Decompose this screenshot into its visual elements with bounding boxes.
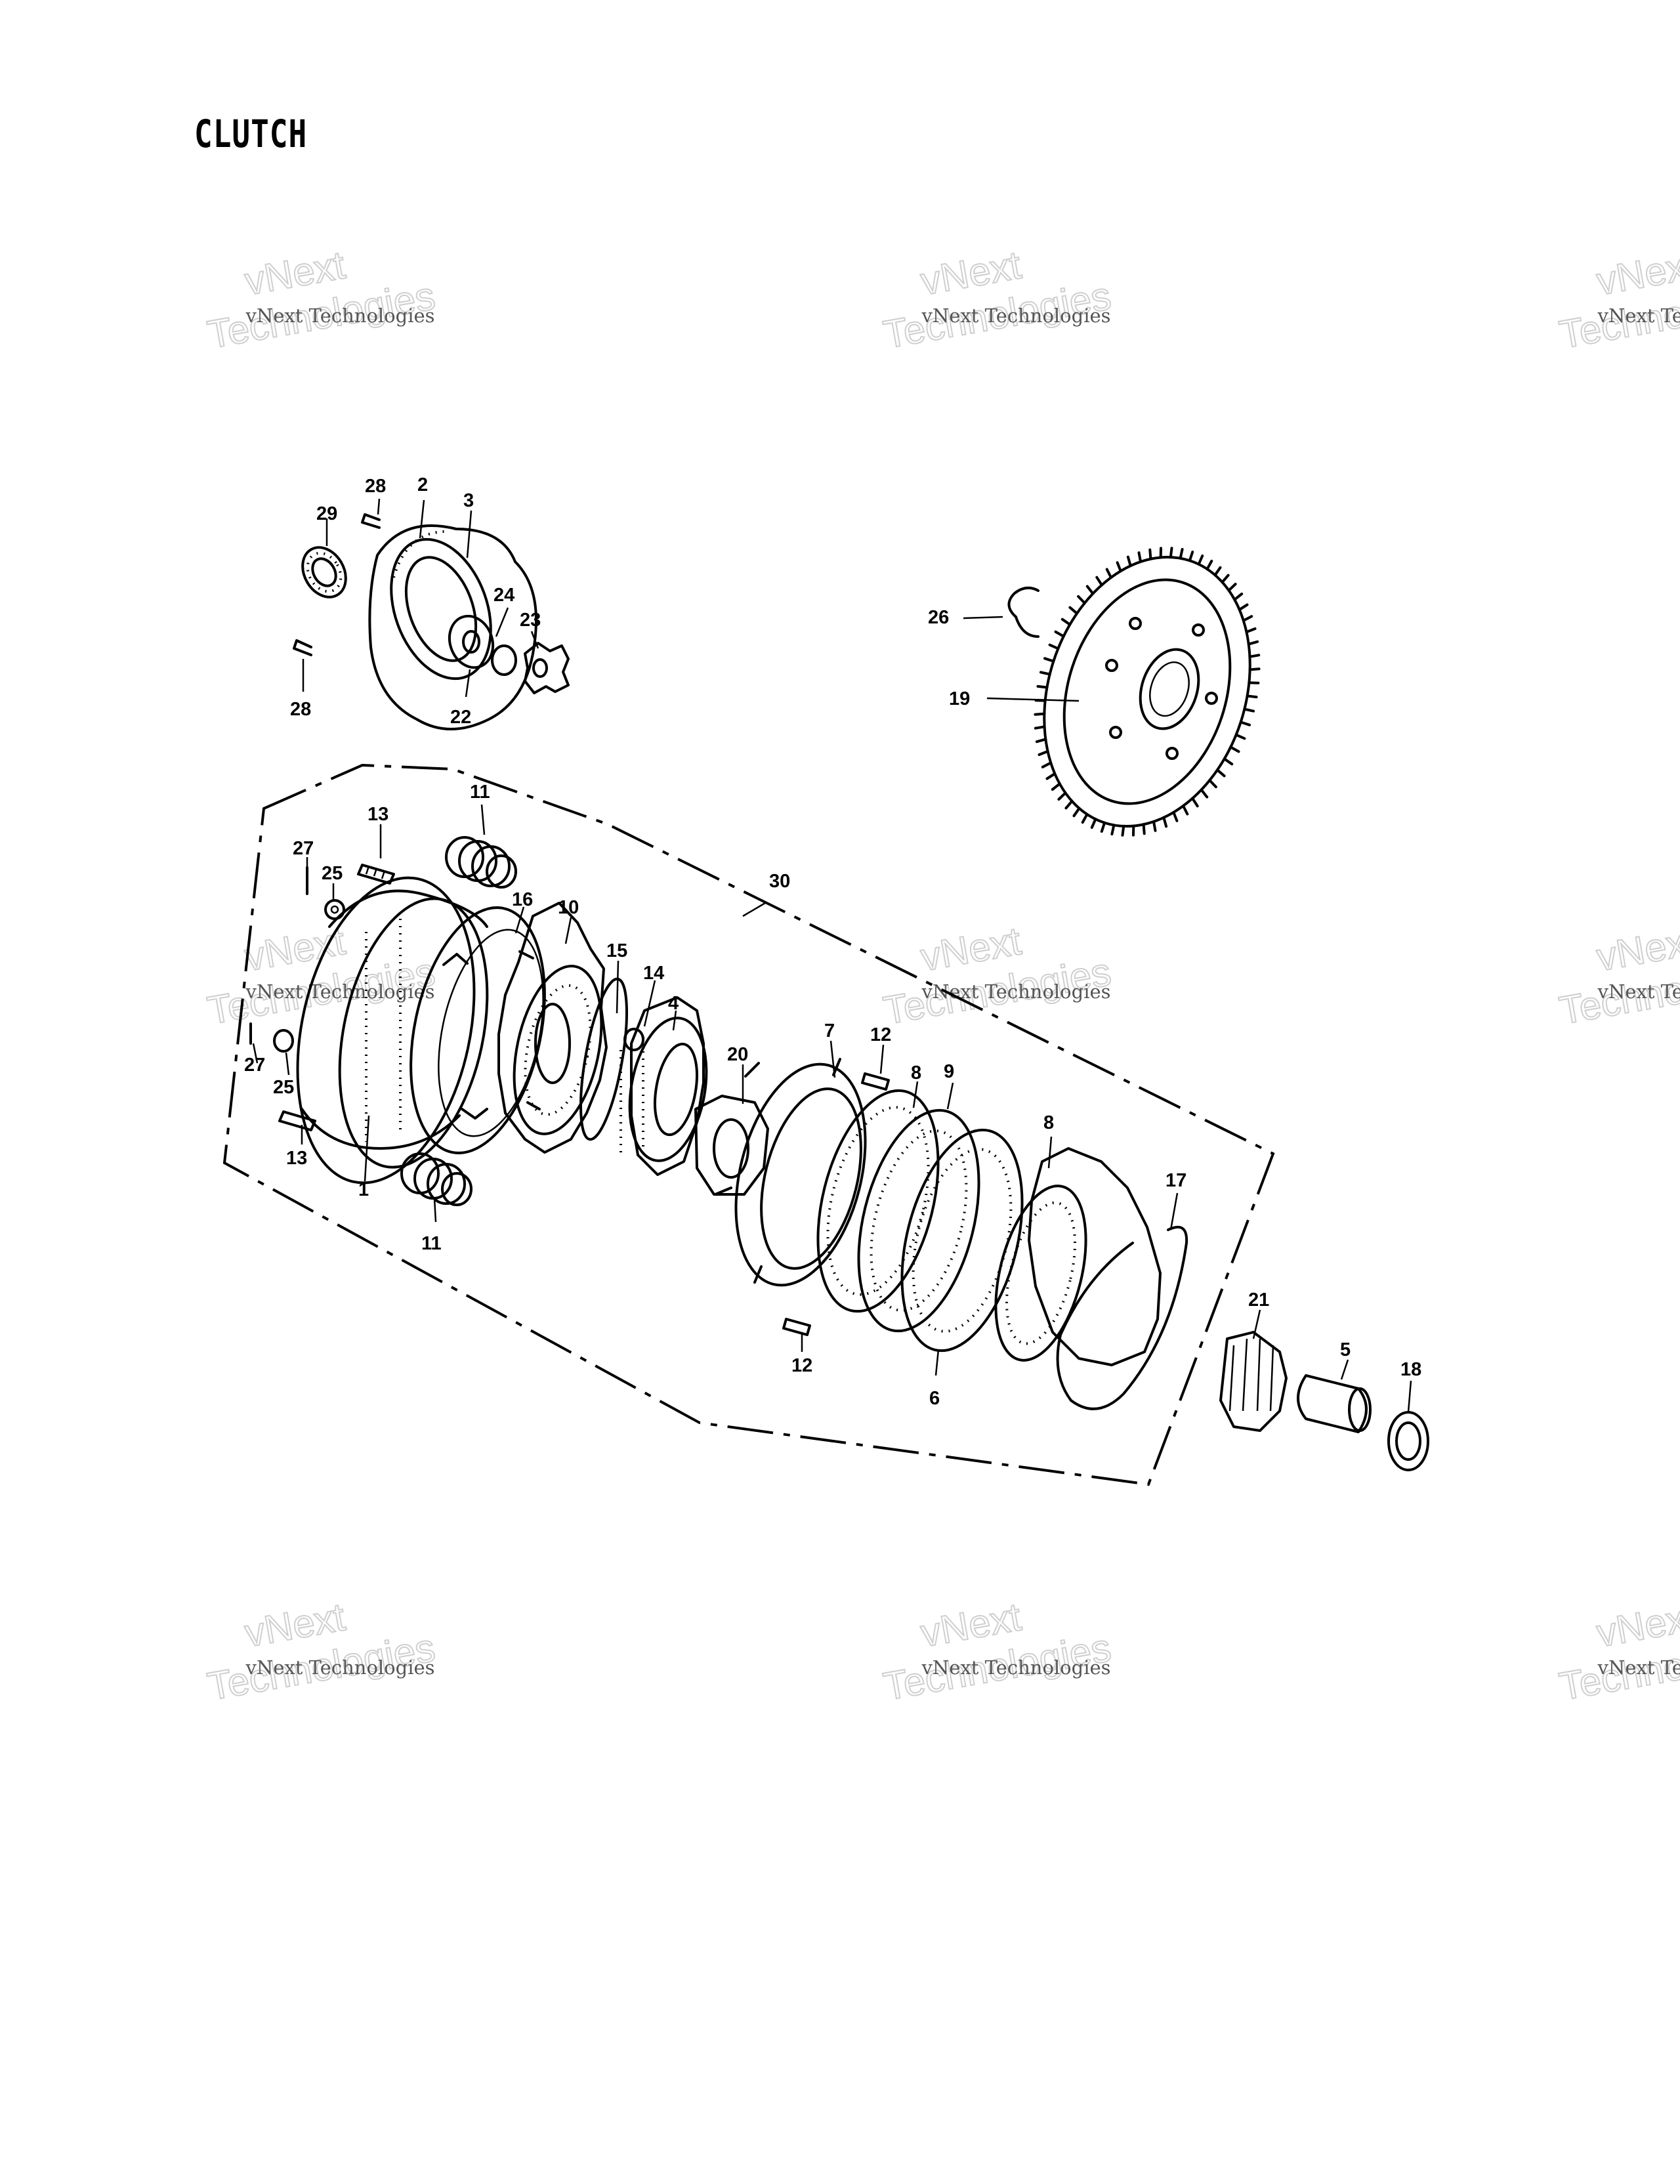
shaft-parts (1219, 1331, 1429, 1471)
cover-assembly (293, 513, 570, 730)
clutch-stack (249, 836, 1188, 1410)
callout-28-top: 28 (365, 476, 386, 497)
callout-12-top: 12 (870, 1024, 891, 1045)
callout-19: 19 (949, 688, 970, 709)
callout-labels: 29 28 2 3 24 23 22 28 26 19 11 13 27 25 … (244, 474, 1421, 1409)
callout-23: 23 (520, 610, 541, 631)
gear-teeth (1034, 547, 1261, 837)
callout-30: 30 (769, 871, 790, 892)
leader-lines (252, 498, 1412, 1413)
callout-12-lower: 12 (791, 1355, 812, 1376)
svg-text:vNext Technologies: vNext Technologies (1597, 980, 1680, 1003)
callout-13-lower: 13 (286, 1148, 307, 1169)
callout-3: 3 (463, 490, 474, 511)
callout-5: 5 (1340, 1339, 1351, 1360)
callout-11-top: 11 (470, 782, 490, 803)
svg-text:vNext Technologies: vNext Technologies (921, 1656, 1110, 1679)
callout-15: 15 (606, 940, 627, 961)
svg-text:vNext Technologies: vNext Technologies (245, 304, 434, 327)
callout-13-top: 13 (368, 804, 388, 825)
callout-17: 17 (1166, 1170, 1186, 1191)
driven-gear-assembly (1007, 547, 1261, 837)
callout-24: 24 (494, 585, 514, 606)
callout-4: 4 (668, 993, 679, 1014)
svg-text:vNext Technologies: vNext Technologies (1597, 304, 1680, 327)
svg-text:vNext Technologies: vNext Technologies (245, 1656, 434, 1679)
svg-text:vNext Technologies: vNext Technologies (245, 980, 434, 1003)
callout-1: 1 (358, 1179, 369, 1200)
callout-8-right: 8 (1043, 1112, 1054, 1133)
callout-16: 16 (512, 889, 533, 910)
callout-14: 14 (643, 963, 664, 984)
svg-text:vNext Technologies: vNext Technologies (1597, 1656, 1680, 1679)
callout-11-lower: 11 (421, 1233, 442, 1254)
svg-text:vNext Technologies: vNext Technologies (921, 304, 1110, 327)
callout-22: 22 (450, 707, 471, 728)
callout-26: 26 (928, 607, 949, 628)
callout-20: 20 (727, 1044, 748, 1065)
callout-27-top: 27 (293, 838, 314, 859)
callout-25-top: 25 (322, 863, 343, 884)
callout-10: 10 (558, 897, 579, 918)
callout-18: 18 (1400, 1359, 1421, 1380)
callout-7: 7 (824, 1020, 835, 1041)
callout-29: 29 (316, 503, 337, 524)
callout-25-lower: 25 (273, 1077, 294, 1098)
callout-9: 9 (944, 1061, 954, 1082)
svg-text:vNext Technologies: vNext Technologies (921, 980, 1110, 1003)
callout-27-lower: 27 (244, 1055, 265, 1076)
callout-6-lower: 6 (929, 1388, 940, 1409)
page-title: CLUTCH (194, 112, 308, 156)
callout-2: 2 (417, 474, 428, 495)
callout-28-bottom: 28 (290, 699, 311, 720)
callout-8-upper: 8 (911, 1062, 921, 1083)
clutch-assembly-boundary (222, 763, 1275, 1486)
callout-21: 21 (1248, 1290, 1269, 1311)
